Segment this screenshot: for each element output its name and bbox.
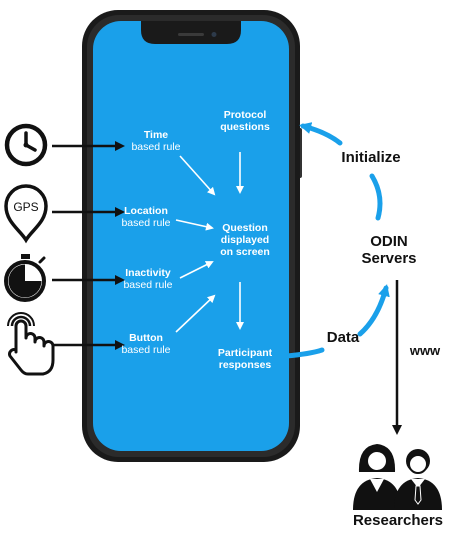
question-line1: Question — [222, 222, 268, 234]
phone-notch — [141, 21, 241, 44]
clock-icon — [4, 123, 48, 167]
participant-line2: responses — [218, 358, 272, 371]
screen-flow-arrows — [175, 152, 244, 333]
odin-servers-label: ODIN Servers — [344, 233, 434, 268]
participant-responses-label: Participant responses — [200, 347, 290, 372]
data-arrow-upper — [357, 284, 390, 337]
gps-pin-icon: GPS — [4, 184, 48, 244]
researchers-icon — [353, 444, 442, 510]
time-rule-label: Time based rule — [116, 129, 196, 154]
stopwatch-icon — [4, 254, 46, 302]
arrow-location-to-question — [175, 219, 214, 231]
arrow-button-to-question — [175, 294, 216, 333]
inactivity-rule-label: Inactivity based rule — [108, 267, 188, 292]
data-arrow-lower — [283, 347, 325, 359]
inactivity-rule-title: Inactivity — [125, 267, 171, 279]
protocol-questions-label: Protocol questions — [200, 109, 290, 134]
arrow-inactivity-to-question — [179, 261, 214, 279]
inactivity-rule-subtitle: based rule — [123, 278, 173, 291]
participant-line1: Participant — [217, 347, 273, 359]
button-rule-subtitle: based rule — [121, 343, 171, 356]
location-rule-label: Location based rule — [106, 205, 186, 230]
initialize-label: Initialize — [341, 149, 401, 166]
researchers-label: Researchers — [352, 512, 444, 529]
button-rule-title: Button — [129, 332, 163, 344]
location-rule-title: Location — [124, 205, 168, 217]
protocol-line1: Protocol — [223, 109, 267, 121]
location-rule-subtitle: based rule — [121, 216, 171, 229]
icon-connectors — [50, 141, 125, 350]
smartphone — [82, 10, 302, 462]
www-label: www — [409, 343, 441, 358]
phone-speaker — [178, 33, 204, 36]
server-flow-arrows — [283, 122, 390, 359]
time-rule-title: Time — [143, 129, 169, 141]
question-line3: on screen — [220, 245, 270, 258]
protocol-line2: questions — [220, 120, 270, 133]
hand-pointer-icon — [7, 312, 55, 376]
servers-line2: Servers — [361, 249, 417, 267]
phone-camera — [211, 32, 217, 37]
gps-icon-label: GPS — [13, 200, 38, 214]
question-line2: displayed — [220, 233, 270, 246]
arrow-time-to-question — [179, 155, 216, 196]
data-label: Data — [326, 329, 360, 346]
phone-screen — [93, 21, 289, 451]
servers-line1: ODIN — [370, 233, 408, 250]
initialize-arrow-upper — [299, 122, 343, 146]
initialize-arrow-lower — [369, 173, 383, 221]
button-rule-label: Button based rule — [106, 332, 186, 357]
question-displayed-label: Question displayed on screen — [200, 222, 290, 258]
time-rule-subtitle: based rule — [131, 140, 181, 153]
